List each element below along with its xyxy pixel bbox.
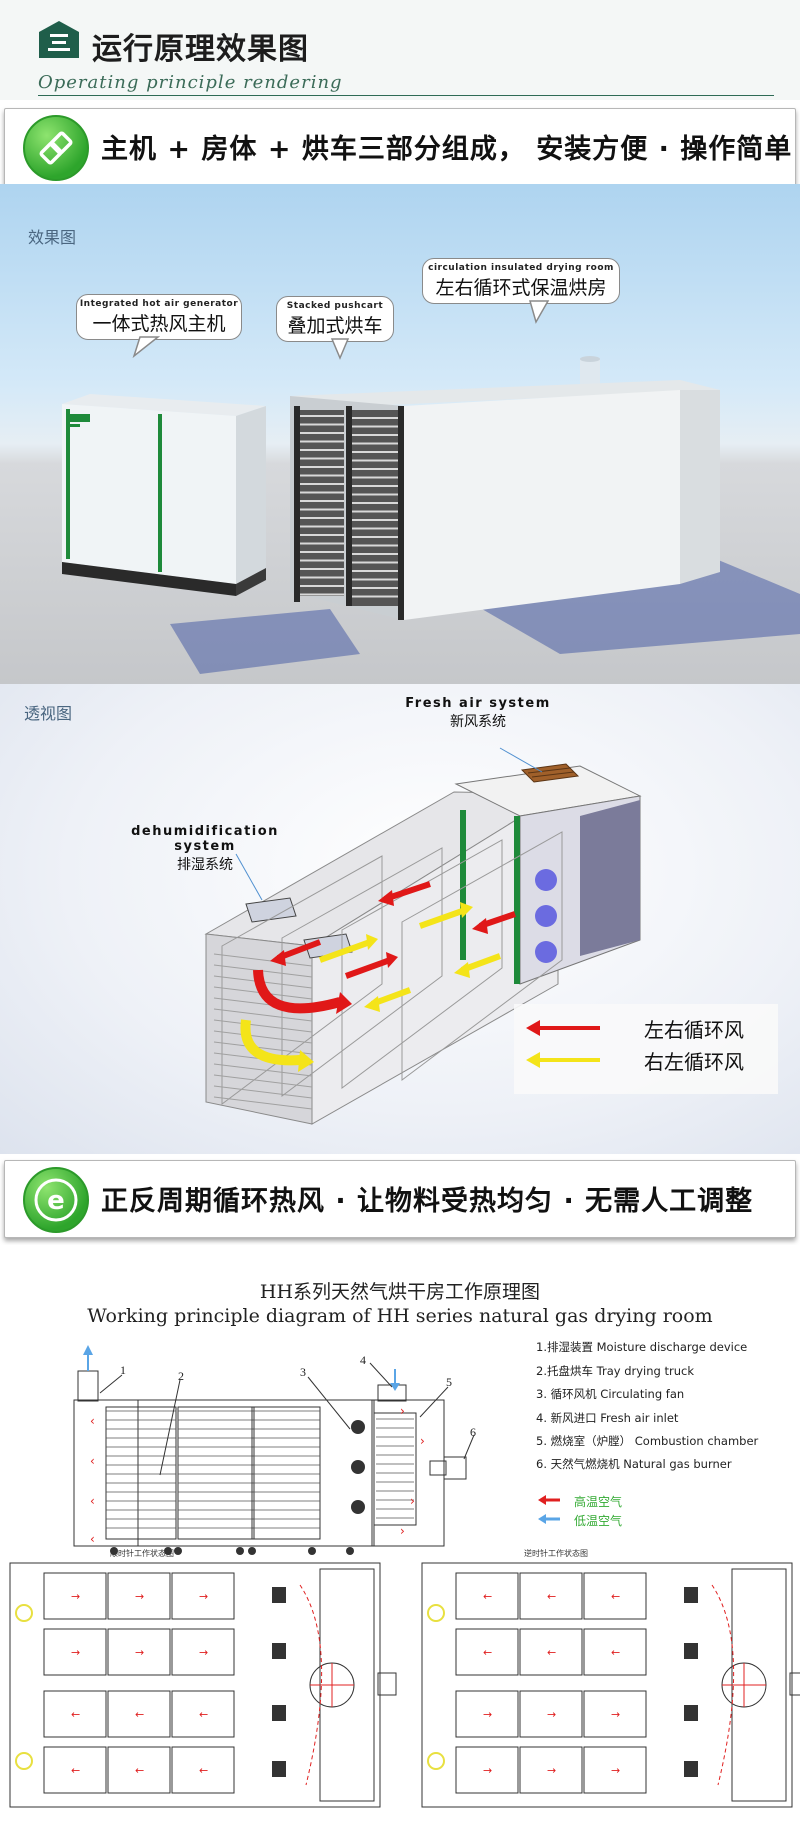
svg-text:›: › <box>400 1524 405 1538</box>
side-elevation-drawing: ‹ ‹ ‹ ‹ › › › › → → → → → → ← ← ← ← ← ← ← ← ← ← ← ← → → → → → → <box>9 1345 800 1808</box>
legend-hot-air: 高温空气 <box>574 1495 623 1509</box>
svg-text:←: ← <box>611 1646 620 1659</box>
svg-text:›: › <box>420 1434 425 1448</box>
section-label-effect: 效果图 <box>28 228 77 247</box>
svg-text:→: → <box>199 1646 208 1659</box>
tray-lines <box>105 1406 321 1540</box>
legend-item-6: 6. 天然气燃烧机 Natural gas burner <box>536 1457 732 1471</box>
svg-text:←: ← <box>611 1590 620 1603</box>
svg-text:←: ← <box>547 1590 556 1603</box>
callout-generator: Integrated hot air generator 一体式热风主机 <box>76 294 242 340</box>
svg-text:→: → <box>611 1764 620 1777</box>
legend-item-1: 1.排湿装置 Moisture discharge device <box>536 1340 748 1354</box>
legend-item-4: 4. 新风进口 Fresh air inlet <box>536 1411 679 1425</box>
legend-item-5: 5. 燃烧室（炉膛） Combustion chamber <box>536 1434 759 1448</box>
svg-text:→: → <box>71 1590 80 1603</box>
svg-text:→: → <box>135 1590 144 1603</box>
svg-text:‹: ‹ <box>90 1494 95 1508</box>
callout-number-5: 5 <box>446 1375 452 1389</box>
svg-text:‹: ‹ <box>90 1532 95 1546</box>
callout-number-2: 2 <box>178 1369 184 1383</box>
banner-text: 正反周期循环热风 · 让物料受热均匀 · 无需人工调整 <box>101 1186 754 1217</box>
svg-text:→: → <box>547 1708 556 1721</box>
svg-text:‹: ‹ <box>90 1454 95 1468</box>
svg-text:←: ← <box>483 1646 492 1659</box>
callout-pointers <box>132 300 550 360</box>
diagram-title-en: Working principle diagram of HH series n… <box>87 1305 713 1327</box>
plan-right-caption: 逆时针工作状态图 <box>524 1549 588 1558</box>
perspective-illustration <box>204 747 778 1125</box>
legend-rl-label: 右左循环风 <box>644 1050 744 1074</box>
legend-lr-label: 左右循环风 <box>644 1018 744 1042</box>
svg-text:←: ← <box>71 1708 80 1721</box>
pushcart-trays <box>298 415 398 598</box>
label-dehumidification: dehumidification system 排湿系统 <box>131 824 279 873</box>
plan-view-counterclockwise: ← ← ← ← ← ← → → → → → → <box>421 1562 800 1808</box>
svg-text:→: → <box>611 1708 620 1721</box>
header-divider <box>38 95 774 96</box>
page-title: 运行原理效果图 <box>92 32 309 67</box>
svg-text:‹: ‹ <box>90 1414 95 1428</box>
svg-text:→: → <box>71 1646 80 1659</box>
callout-number-3: 3 <box>300 1365 306 1379</box>
link-icon <box>39 131 73 165</box>
svg-text:→: → <box>483 1708 492 1721</box>
svg-text:→: → <box>483 1764 492 1777</box>
e-letter-icon: e <box>34 1178 78 1222</box>
page-header <box>0 0 800 100</box>
svg-text:›: › <box>410 1494 415 1508</box>
svg-text:←: ← <box>199 1708 208 1721</box>
svg-text:›: › <box>400 1404 405 1418</box>
svg-text:←: ← <box>483 1590 492 1603</box>
section-badge-icon <box>39 21 79 58</box>
plan-left-caption: 顺时针工作状态图 <box>110 1549 174 1558</box>
svg-text:←: ← <box>71 1764 80 1777</box>
svg-text:→: → <box>547 1764 556 1777</box>
label-fresh-air: Fresh air system 新风系统 <box>405 696 551 730</box>
perspective-view: 透视图 <box>0 684 800 1154</box>
diagram-title-zh: HH系列天然气烘干房工作原理图 <box>259 1281 541 1303</box>
callout-number-6: 6 <box>470 1425 476 1439</box>
svg-text:←: ← <box>547 1646 556 1659</box>
effect-scene-illustration <box>62 356 800 674</box>
banner-text: 主机 + 房体 + 烘车三部分组成， 安装方便 · 操作简单 <box>101 134 793 165</box>
svg-text:←: ← <box>135 1764 144 1777</box>
svg-text:→: → <box>199 1590 208 1603</box>
legend-cool-air: 低温空气 <box>574 1514 623 1528</box>
legend-item-3: 3. 循环风机 Circulating fan <box>536 1387 685 1401</box>
svg-text:e: e <box>47 1186 65 1216</box>
svg-text:→: → <box>135 1646 144 1659</box>
callout-number-4: 4 <box>360 1353 366 1367</box>
svg-text:←: ← <box>135 1708 144 1721</box>
section-label-perspective: 透视图 <box>24 704 73 723</box>
callout-drying-room: circulation insulated drying room 左右循环式保… <box>422 258 620 304</box>
trolley-racks <box>213 831 563 1110</box>
airflow-arrows <box>240 881 516 1072</box>
page-subtitle: Operating principle rendering <box>38 72 343 93</box>
working-principle-diagram: HH系列天然气烘干房工作原理图 Working principle diagra… <box>0 1245 800 1823</box>
feature-badge-icon <box>23 115 89 181</box>
callout-number-1: 1 <box>120 1363 126 1377</box>
feature-banner-composition: 主机 + 房体 + 烘车三部分组成， 安装方便 · 操作简单 <box>4 108 796 186</box>
feature-banner-circulation: e 正反周期循环热风 · 让物料受热均匀 · 无需人工调整 <box>4 1160 796 1238</box>
combustion-grid <box>376 1418 414 1519</box>
plan-view-clockwise: → → → → → → ← ← ← ← ← ← <box>9 1562 397 1808</box>
effect-rendering: 效果图 Integrated hot air generator 一体式热风 <box>0 184 800 684</box>
legend-item-2: 2.托盘烘车 Tray drying truck <box>536 1364 694 1378</box>
svg-text:←: ← <box>199 1764 208 1777</box>
feature-badge-icon: e <box>23 1167 89 1233</box>
